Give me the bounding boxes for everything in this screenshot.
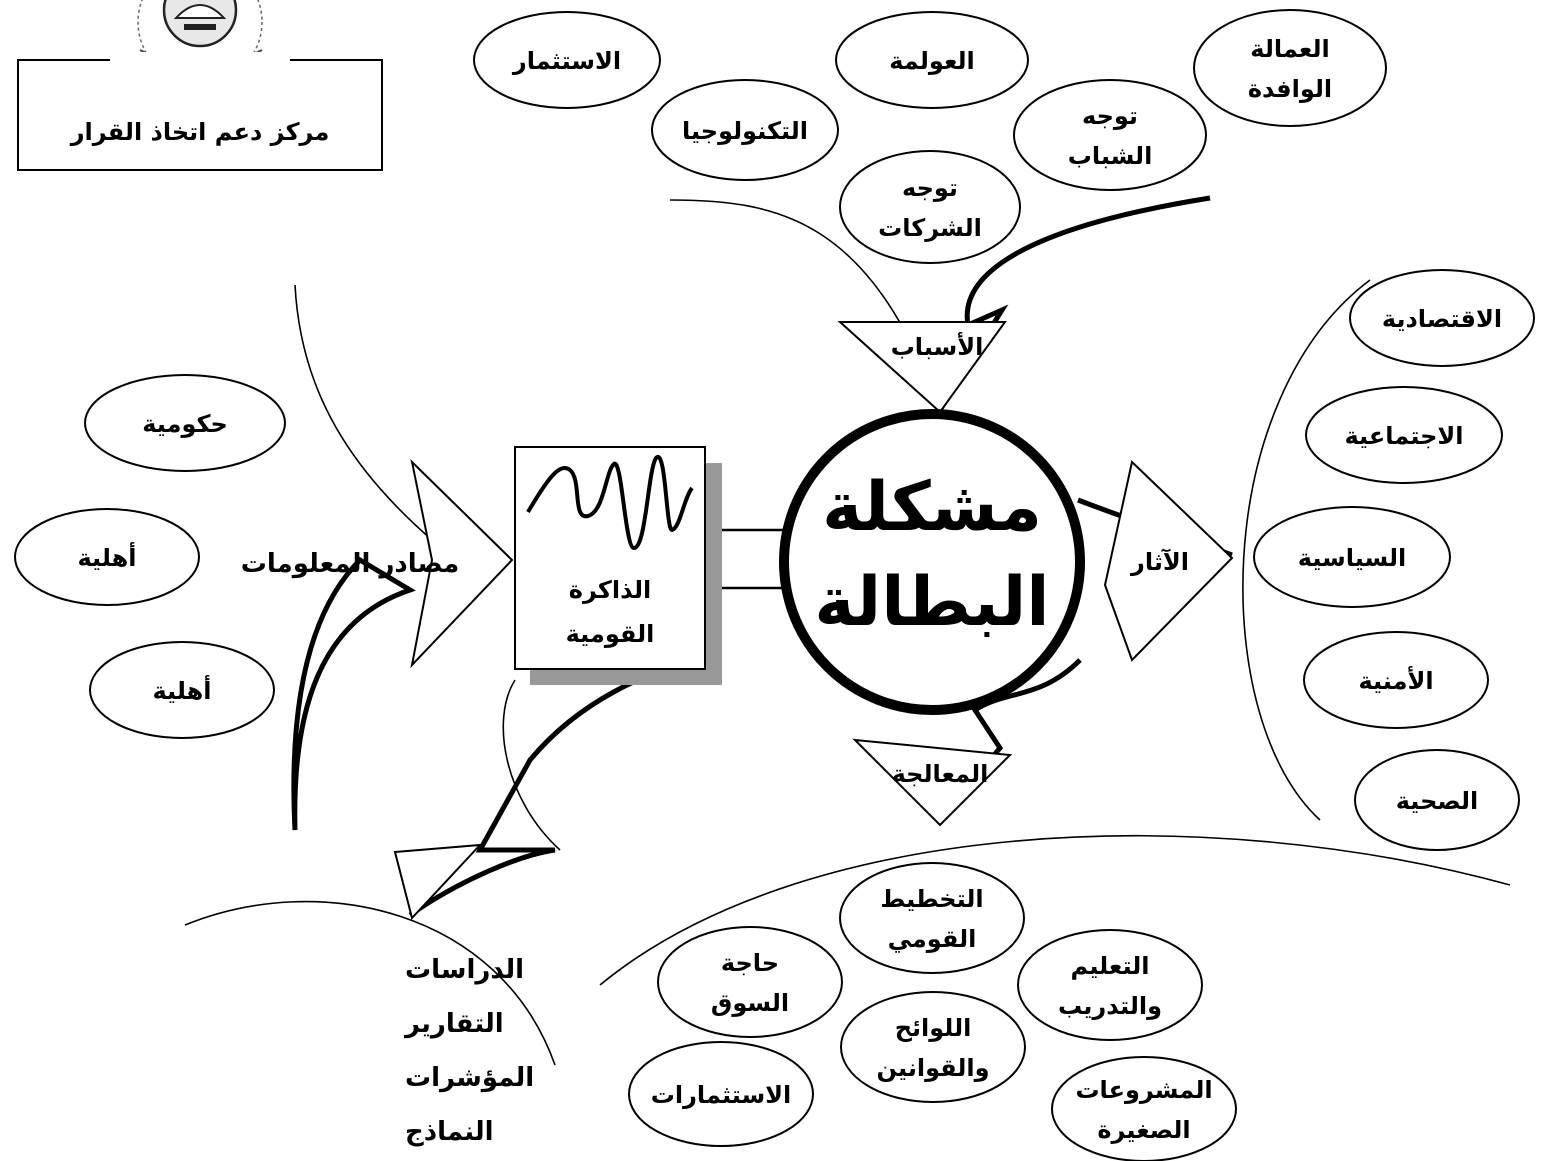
treatments-label: الاستثمارات — [651, 1081, 792, 1109]
sources-group: حكومية أهلية أهلية — [14, 374, 286, 739]
effects-group: الاقتصادية الاجتماعية السياسية الأمنية الصحي… — [1253, 269, 1535, 851]
output-item: المؤشرات — [405, 1063, 534, 1093]
output-item: النماذج — [405, 1117, 494, 1147]
treatments-group: التخطيط القومي حاجة السوق التعليم والتدريب الل… — [628, 862, 1237, 1161]
causes-ellipse — [1013, 79, 1207, 191]
treatments-ellipse — [840, 991, 1026, 1103]
effects-node: الاجتماعية — [1305, 386, 1503, 484]
causes-ellipse — [835, 11, 1029, 109]
causes-ellipse — [839, 150, 1021, 264]
effects-ellipse — [1349, 269, 1535, 367]
treatments-label: التعليم — [1071, 952, 1150, 980]
treatments-label: السوق — [711, 989, 789, 1017]
treatments-ellipse — [657, 926, 843, 1038]
treatments-label: اللوائح — [895, 1014, 972, 1042]
effects-ellipse — [1253, 506, 1451, 608]
effects-node: الصحية — [1354, 749, 1520, 851]
causes-node: العولمة — [835, 11, 1029, 109]
effects-label: السياسية — [1298, 544, 1406, 572]
memory-box-line2: القومية — [566, 620, 655, 648]
output-item: الدراسات — [405, 955, 524, 985]
causes-label: العولمة — [889, 47, 975, 75]
effects-label: الآثار — [1130, 548, 1189, 576]
effects-label: الصحية — [1396, 787, 1479, 815]
causes-node: التكنولوجيا — [651, 79, 839, 181]
treatments-label: حاجة — [721, 949, 779, 977]
causes-label: العمالة — [1250, 35, 1329, 63]
effects-label: الأمنية — [1358, 666, 1433, 695]
sources-node: أهلية — [89, 641, 275, 739]
treatments-label: القومي — [888, 925, 977, 953]
treatments-ellipse — [1051, 1056, 1237, 1161]
treatments-ellipse — [839, 862, 1025, 974]
causes-label: الوافدة — [1248, 75, 1332, 103]
causes-label: الاستثمار — [512, 47, 621, 75]
causes-node: الاستثمار — [473, 11, 661, 109]
title-box — [17, 59, 383, 171]
header: مركز دعم اتخاذ القرار — [17, 0, 383, 171]
causes-label: توجه — [1082, 102, 1138, 130]
causes-node: توجه الشركات — [839, 150, 1021, 264]
logo — [137, 0, 263, 85]
causes-label: التكنولوجيا — [682, 117, 808, 145]
effects-node: السياسية — [1253, 506, 1451, 608]
treatments-label: والتدريب — [1058, 992, 1162, 1020]
sources-label: حكومية — [142, 410, 228, 438]
effects-ellipse — [1305, 386, 1503, 484]
treatments-label: المشروعات — [1075, 1076, 1212, 1104]
center-line1: مشكلة — [822, 468, 1042, 547]
treatments-label: الصغيرة — [1097, 1116, 1190, 1144]
effects-label: الاقتصادية — [1382, 305, 1502, 333]
sources-ellipse — [89, 641, 275, 739]
causes-label: الشباب — [1068, 142, 1153, 170]
causes-arrow — [837, 321, 1007, 414]
treatments-ellipse — [1017, 929, 1203, 1041]
open-arrows — [393, 321, 1234, 921]
sources-node: حكومية — [84, 374, 286, 472]
treatment-label: المعالجة — [892, 760, 989, 788]
treatments-node: التخطيط القومي — [839, 862, 1025, 974]
causes-ellipse — [651, 79, 839, 181]
sources-label: أهلية — [152, 675, 211, 705]
memory-box-line1: الذاكرة — [569, 576, 651, 604]
effects-ellipse — [1303, 631, 1489, 729]
sources-node: أهلية — [14, 508, 200, 606]
output-item: التقارير — [403, 1009, 504, 1039]
causes-group: الاستثمار العولمة العمالة الوافدة التكنولوجي… — [473, 9, 1387, 264]
causes-label: توجه — [902, 174, 958, 202]
national-memory-box: الذاكرة القومية — [514, 446, 722, 685]
treatments-node: الاستثمارات — [628, 1041, 814, 1147]
effects-node: الأمنية — [1303, 631, 1489, 729]
treatments-node: التعليم والتدريب — [1017, 929, 1203, 1041]
treatments-label: والقوانين — [876, 1054, 989, 1082]
treatments-node: المشروعات الصغيرة — [1051, 1056, 1237, 1161]
sources-ellipse — [14, 508, 200, 606]
sources-label: أهلية — [77, 542, 136, 572]
causes-ellipse — [473, 11, 661, 109]
output-arrow — [393, 843, 483, 921]
effects-ellipse — [1354, 749, 1520, 851]
causes-node: العمالة الوافدة — [1193, 9, 1387, 127]
outputs-list: الدراسات التقارير المؤشرات النماذج — [403, 955, 534, 1147]
sources-label: مصادر المعلومات — [241, 549, 460, 579]
treatment-arrow — [852, 738, 1013, 827]
sources-arrow — [410, 458, 514, 669]
treatments-ellipse — [628, 1041, 814, 1147]
causes-node: توجه الشباب — [1013, 79, 1207, 191]
central-problem: مشكلة البطالة — [779, 409, 1085, 715]
wave-graphic — [526, 454, 694, 551]
causes-ellipse — [1193, 9, 1387, 127]
treatments-node: اللوائح والقوانين — [840, 991, 1026, 1103]
center-line2: البطالة — [814, 563, 1049, 642]
effects-label: الاجتماعية — [1344, 422, 1463, 450]
effects-node: الاقتصادية — [1349, 269, 1535, 367]
treatments-node: حاجة السوق — [657, 926, 843, 1038]
treatments-label: التخطيط — [880, 885, 983, 913]
causes-label: الأسباب — [891, 332, 984, 361]
effects-arrow — [1103, 460, 1234, 662]
causes-label: الشركات — [878, 214, 982, 242]
sources-ellipse — [84, 374, 286, 472]
header-title: مركز دعم اتخاذ القرار — [70, 118, 330, 146]
